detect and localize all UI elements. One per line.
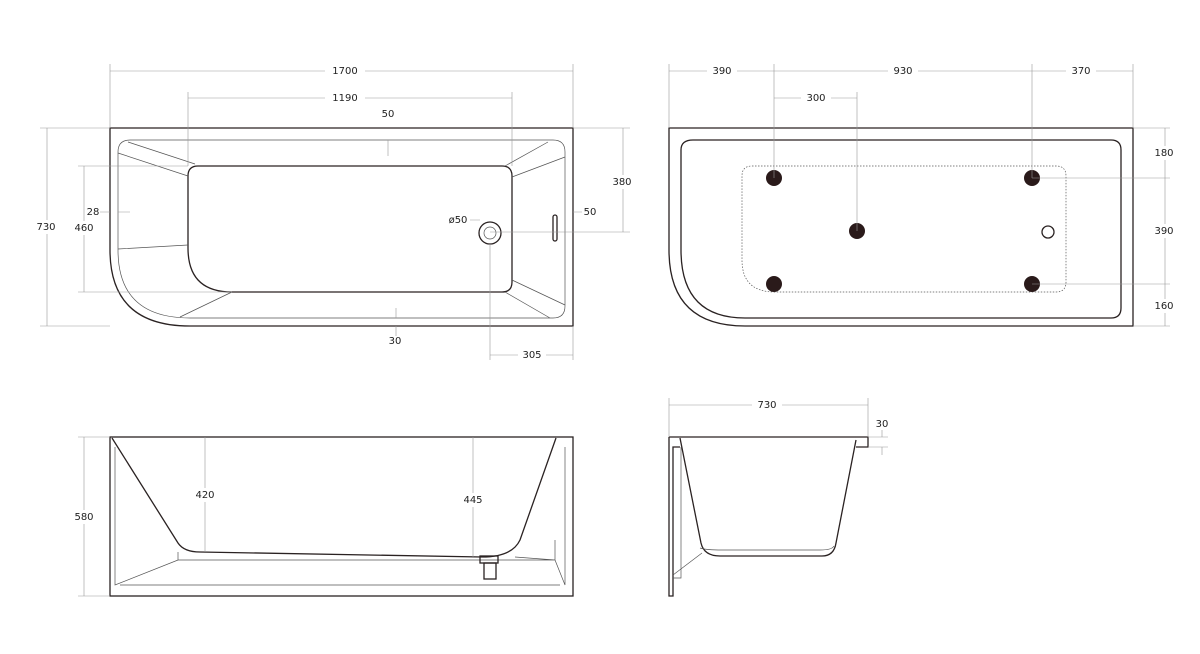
dim-width-total: 1700 <box>332 66 357 77</box>
end-view: 730 30 <box>668 398 889 597</box>
leg-icon <box>766 276 782 292</box>
top-view: 1700 1190 50 730 460 28 380 50 ø50 30 30… <box>32 64 636 362</box>
dim-middle: 930 <box>893 66 912 77</box>
tub-outline <box>109 127 574 327</box>
dim-basin-width: 460 <box>74 223 93 234</box>
dim-left: 390 <box>712 66 731 77</box>
dim-basin-length: 1190 <box>332 93 357 104</box>
dim-width: 730 <box>757 400 776 411</box>
support-view: 390 930 370 300 180 390 160 <box>668 64 1178 327</box>
dim-top: 180 <box>1154 148 1173 159</box>
dim-rim: 30 <box>876 419 889 430</box>
dim-drain-offset: 380 <box>612 177 631 188</box>
dim-depth-right: 445 <box>463 495 482 506</box>
dim-drain-diameter: ø50 <box>449 215 468 226</box>
frame-outline <box>741 165 1067 293</box>
dim-height: 580 <box>74 512 93 523</box>
dim-right: 370 <box>1071 66 1090 77</box>
dim-height-total: 730 <box>36 222 55 233</box>
dim-rim-bottom: 30 <box>389 336 402 347</box>
dim-rim-top: 50 <box>382 109 395 120</box>
dim-rim-left: 28 <box>87 207 100 218</box>
dim-rim-right: 50 <box>584 207 597 218</box>
dim-inner: 300 <box>806 93 825 104</box>
dim-drain-from-edge: 305 <box>522 350 541 361</box>
dim-center: 390 <box>1154 226 1173 237</box>
basin <box>187 165 513 293</box>
drain-hole-icon <box>1041 225 1055 239</box>
drain-icon <box>478 221 502 245</box>
side-view: 580 420 445 <box>70 436 574 597</box>
overflow-icon <box>552 214 558 242</box>
dim-bottom: 160 <box>1154 301 1173 312</box>
rim-inner <box>117 139 566 319</box>
dim-depth-left: 420 <box>195 490 214 501</box>
